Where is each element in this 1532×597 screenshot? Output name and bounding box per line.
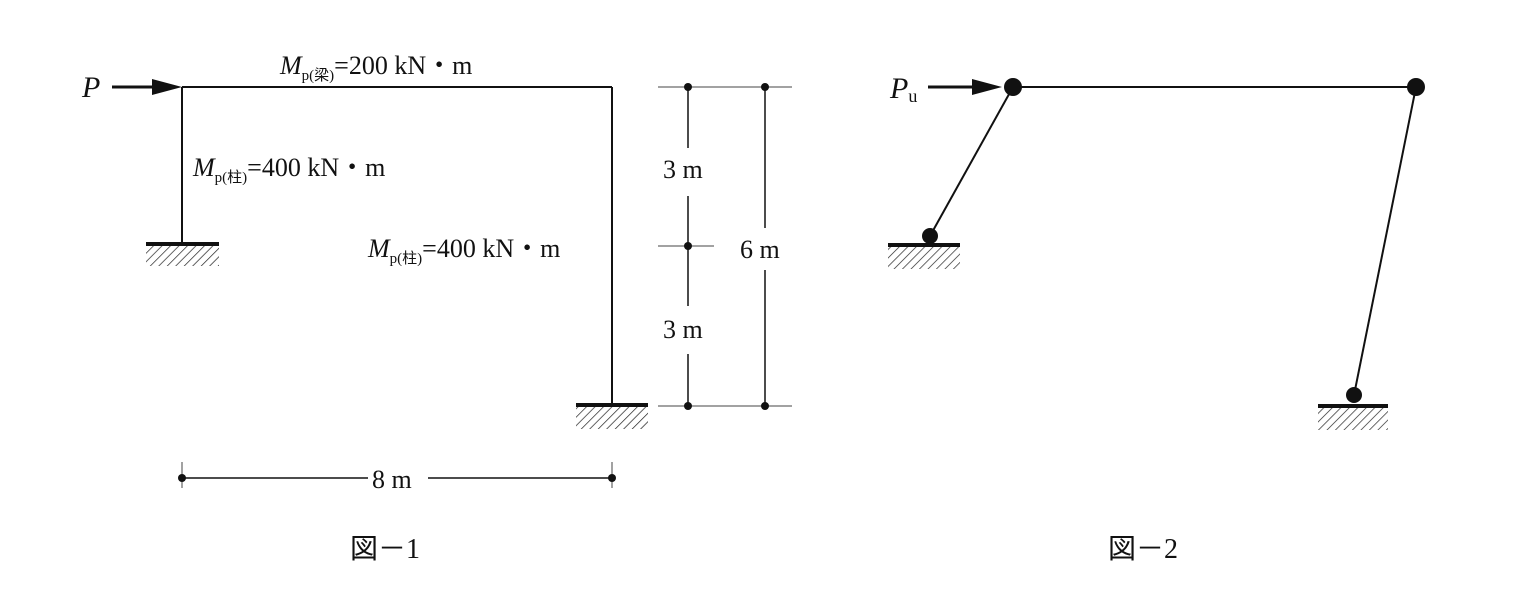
fig1-left-column-moment-value: =400 kN・m — [247, 153, 385, 182]
fig2-caption: 図－2 — [1108, 534, 1178, 565]
fig1-dim-upper: 3 m — [663, 155, 703, 184]
fig1-left-fixed-support — [146, 242, 219, 266]
fig1-right-column-moment-value: =400 kN・m — [422, 234, 560, 263]
fig1-beam-moment-symbol: M — [279, 51, 303, 80]
fig2-load-sub: u — [908, 86, 917, 106]
fig1-beam-moment-label: Mp(梁)=200 kN・m — [279, 51, 472, 84]
fig2-load-arrow — [928, 79, 1002, 95]
fig1-vertical-dimensions — [658, 83, 792, 410]
fig1-load-label: P — [81, 71, 100, 104]
fig1-left-column-moment-label: Mp(柱)=400 kN・m — [192, 153, 385, 186]
fig2-left-support — [888, 243, 960, 269]
fig1-left-column-moment-sub: p(柱) — [215, 169, 248, 186]
fig1-span-dimension — [178, 462, 616, 488]
fig2-hinge-left-base — [922, 228, 938, 244]
fig1-dim-total: 6 m — [740, 235, 780, 264]
fig1-caption: 図－1 — [350, 534, 420, 565]
fig2-hinge-right-base — [1346, 387, 1362, 403]
fig2-right-column — [1353, 86, 1417, 396]
fig1-beam-moment-value: =200 kN・m — [334, 51, 472, 80]
fig1-load-arrow — [112, 79, 182, 95]
fig2-hinge-beam-right — [1407, 78, 1425, 96]
fig2-hinge-beam-left — [1004, 78, 1022, 96]
fig1-beam-moment-sub: p(梁) — [302, 67, 335, 84]
figure-2: Pu 図－2 — [888, 72, 1425, 565]
fig1-right-fixed-support — [576, 403, 648, 429]
fig1-right-column-moment-sub: p(柱) — [390, 250, 423, 267]
fig1-left-column-moment-symbol: M — [192, 153, 216, 182]
fig1-right-column-moment-symbol: M — [367, 234, 391, 263]
fig1-dim-lower: 3 m — [663, 315, 703, 344]
fig1-right-column-moment-label: Mp(柱)=400 kN・m — [367, 234, 560, 267]
fig2-right-support — [1318, 404, 1388, 430]
fig2-load-label: Pu — [889, 72, 917, 106]
fig2-left-column — [929, 86, 1014, 237]
figure-1: P Mp(梁)=200 kN・m Mp(柱)=400 kN・m Mp(柱)=40… — [81, 51, 792, 565]
fig2-load-symbol: P — [889, 72, 908, 105]
fig1-dim-span: 8 m — [372, 465, 412, 494]
